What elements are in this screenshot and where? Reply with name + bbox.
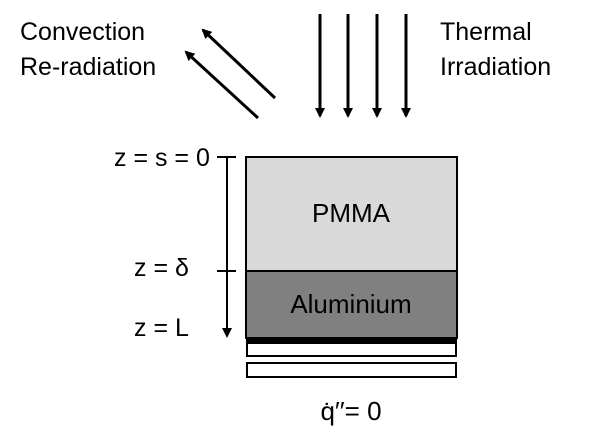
insulation-block-2 (246, 362, 457, 378)
insulation-block-1 (246, 342, 457, 357)
convection-arrow (201, 28, 277, 100)
reradiation-arrow (184, 50, 260, 120)
aluminium-label: Aluminium (290, 289, 411, 319)
incoming-irradiation-arrows (315, 14, 411, 118)
boundary-condition-label: q̇′′= 0 (320, 396, 381, 426)
pmma-label: PMMA (312, 198, 391, 228)
z-delta-label: z = δ (134, 254, 189, 282)
reradiation-label: Re-radiation (20, 53, 156, 81)
irradiation-label: Irradiation (440, 53, 551, 81)
z-axis (217, 156, 236, 338)
convection-label: Convection (20, 18, 145, 46)
bottom-boundary-line (246, 338, 457, 343)
outgoing-heat-arrows (184, 28, 277, 120)
z-top-label: z = s = 0 (114, 144, 210, 172)
z-bottom-label: z = L (134, 314, 189, 342)
aluminium-layer (245, 270, 458, 339)
thermal-label: Thermal (440, 18, 532, 46)
